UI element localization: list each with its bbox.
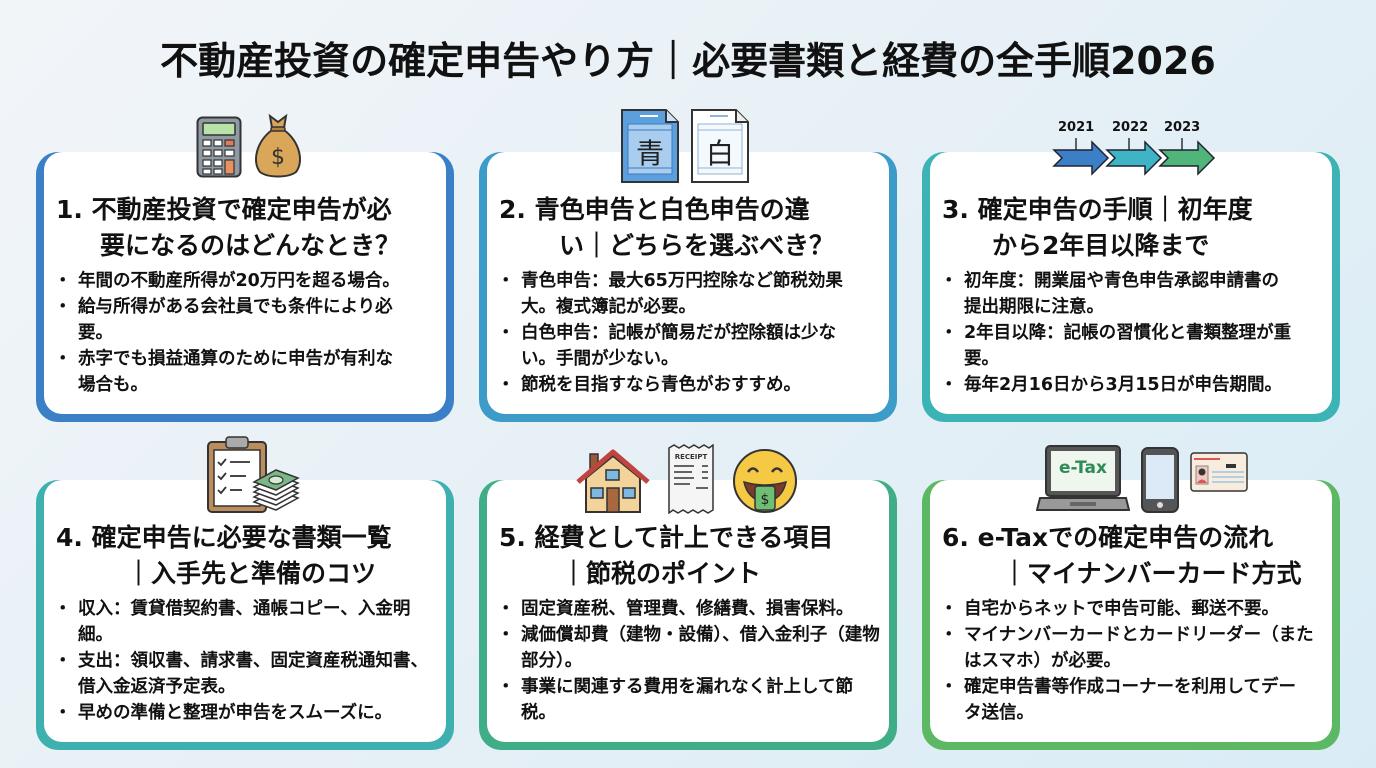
card-2: 2. 青色申告と白色申告の違 い｜どちらを選ぶべき？ 青色申告：最大65万円控除… — [479, 152, 897, 422]
blue-form-label: 青 — [635, 137, 664, 170]
money-bag-icon: $ — [255, 113, 301, 178]
timeline-arrows-icon: 2021 2022 2023 — [1052, 120, 1222, 176]
card-number: 6. — [942, 523, 969, 552]
timeline-year: 2023 — [1164, 120, 1201, 135]
bullet-list: 収入：賃貸借契約書、通帳コピー、入金明細。 支出：領収書、請求書、固定資産税通知… — [54, 596, 440, 726]
card-title-line1: 確定申告の手順｜初年度 — [977, 195, 1253, 224]
bullet-item: 固定資産税、管理費、修繕費、損害保料。 — [497, 596, 897, 622]
card-1: 1. 不動産投資で確定申告が必 要になるのはどんなとき？ 年間の不動産所得が20… — [36, 152, 454, 422]
timeline-year: 2022 — [1112, 120, 1149, 135]
card-6: 6. e-Taxでの確定申告の流れ ｜マイナンバーカード方式 自宅からネットで申… — [922, 480, 1340, 750]
bullet-item: 確定申告書等作成コーナーを利用してデータ送信。 — [940, 674, 1340, 726]
card-title-line2: い｜どちらを選ぶべき？ — [559, 231, 835, 260]
card-title-line2: ｜節税のポイント — [561, 559, 762, 588]
card-title-line1: 確定申告に必要な書類一覧 — [91, 523, 392, 552]
card-2-icons: 青 白 — [620, 108, 750, 184]
bullet-item: 支出：領収書、請求書、固定資産税通知書、借入金返済予定表。 — [54, 648, 440, 700]
card-number: 2. — [499, 195, 526, 224]
card-6-icons: e-Tax — [1036, 444, 1248, 514]
card-number: 5. — [499, 523, 526, 552]
receipt-icon: RECEIPT — [666, 444, 716, 514]
calculator-icon — [196, 116, 242, 178]
white-form-label: 白 — [705, 137, 734, 170]
bullet-item: マイナンバーカードとカードリーダー（またはスマホ）が必要。 — [940, 622, 1340, 674]
card-3: 3. 確定申告の手順｜初年度 から2年目以降まで 初年度：開業届や青色申告承認申… — [922, 152, 1340, 422]
card-number: 3. — [942, 195, 969, 224]
bullet-item: 早めの準備と整理が申告をスムーズに。 — [54, 700, 440, 726]
bullet-item: 給与所得がある会社員でも条件により必要。 — [54, 294, 454, 346]
page-title: 不動産投資の確定申告やり方｜必要書類と経費の全手順2026 — [160, 39, 1216, 83]
white-form-icon: 白 — [690, 108, 750, 184]
card-title-line2: ｜入手先と準備のコツ — [126, 559, 377, 588]
bullet-item: 赤字でも損益通算のために申告が有利な場合も。 — [54, 346, 454, 398]
card-title: 6. e-Taxでの確定申告の流れ ｜マイナンバーカード方式 — [942, 520, 1328, 592]
card-title: 1. 不動産投資で確定申告が必 要になるのはどんなとき？ — [56, 192, 442, 264]
card-title-line1: 青色申告と白色申告の違 — [534, 195, 810, 224]
card-title-line2: ｜マイナンバーカード方式 — [1002, 559, 1302, 588]
bullet-item: 事業に関連する費用を漏れなく計上して節税。 — [497, 674, 897, 726]
cash-stack-icon — [252, 469, 300, 511]
bullet-list: 自宅からネットで申告可能、郵送不要。 マイナンバーカードとカードリーダー（または… — [940, 596, 1340, 726]
bullet-list: 年間の不動産所得が20万円を超る場合。 給与所得がある会社員でも条件により必要。… — [54, 268, 454, 398]
card-5-icons: RECEIPT $ — [576, 444, 798, 514]
card-title: 4. 確定申告に必要な書類一覧 ｜入手先と準備のコツ — [56, 520, 442, 592]
money-face-icon: $ — [733, 449, 797, 513]
bullet-item: 年間の不動産所得が20万円を超る場合。 — [54, 268, 454, 294]
smartphone-icon — [1141, 447, 1179, 513]
card-title-line1: e-Taxでの確定申告の流れ — [977, 523, 1274, 552]
laptop-icon: e-Tax — [1036, 444, 1130, 514]
card-title-line1: 経費として計上できる項目 — [534, 523, 834, 552]
bullet-item: 毎年2月16日から3月15日が申告期間。 — [940, 372, 1330, 398]
bullet-list: 青色申告：最大65万円控除など節税効果大。複式簿記が必要。 白色申告：記帳が簡易… — [497, 268, 857, 398]
card-title-line1: 不動産投資で確定申告が必 — [91, 195, 392, 224]
svg-text:$: $ — [271, 145, 285, 170]
receipt-label: RECEIPT — [674, 453, 708, 461]
card-title: 3. 確定申告の手順｜初年度 から2年目以降まで — [942, 192, 1328, 264]
card-title-line2: 要になるのはどんなとき？ — [100, 231, 401, 260]
id-card-icon — [1190, 452, 1248, 492]
bullet-item: 節税を目指すなら青色がおすすめ。 — [497, 372, 857, 398]
bullet-list: 初年度：開業届や青色申告承認申請書の提出期限に注意。 2年目以降：記帳の習慣化と… — [940, 268, 1330, 398]
house-icon — [576, 449, 650, 513]
blue-form-icon: 青 — [620, 108, 680, 184]
etax-label: e-Tax — [1059, 458, 1107, 478]
card-4: 4. 確定申告に必要な書類一覧 ｜入手先と準備のコツ 収入：賃貸借契約書、通帳コ… — [36, 480, 454, 750]
bullet-list: 固定資産税、管理費、修繕費、損害保料。 減価償却費（建物・設備）、借入金利子（建… — [497, 596, 897, 726]
card-4-icons — [206, 434, 306, 514]
bullet-item: 減価償却費（建物・設備）、借入金利子（建物部分）。 — [497, 622, 897, 674]
card-number: 1. — [56, 195, 83, 224]
card-title-line2: から2年目以降まで — [992, 231, 1210, 260]
bullet-item: 2年目以降：記帳の習慣化と書類整理が重要。 — [940, 320, 1330, 372]
timeline-year: 2021 — [1058, 120, 1095, 135]
card-title: 2. 青色申告と白色申告の違 い｜どちらを選ぶべき？ — [499, 192, 885, 264]
card-5: 5. 経費として計上できる項目 ｜節税のポイント 固定資産税、管理費、修繕費、損… — [479, 480, 897, 750]
svg-text:$: $ — [761, 492, 770, 508]
bullet-item: 青色申告：最大65万円控除など節税効果大。複式簿記が必要。 — [497, 268, 857, 320]
bullet-item: 収入：賃貸借契約書、通帳コピー、入金明細。 — [54, 596, 440, 648]
clipboard-checklist-icon — [207, 436, 267, 513]
bullet-item: 初年度：開業届や青色申告承認申請書の提出期限に注意。 — [940, 268, 1330, 320]
bullet-item: 自宅からネットで申告可能、郵送不要。 — [940, 596, 1340, 622]
card-1-icons: $ — [196, 112, 306, 178]
card-title: 5. 経費として計上できる項目 ｜節税のポイント — [499, 520, 885, 592]
bullet-item: 白色申告：記帳が簡易だが控除額は少ない。手間が少ない。 — [497, 320, 857, 372]
card-number: 4. — [56, 523, 83, 552]
